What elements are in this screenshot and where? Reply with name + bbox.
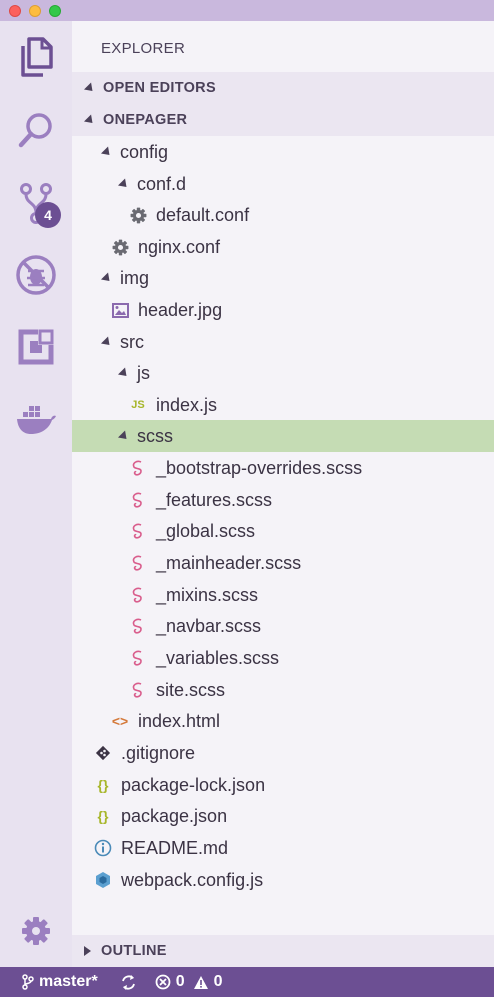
tree-file-webpack-config-js[interactable]: webpack.config.js	[72, 864, 494, 896]
sidebar-title: EXPLORER	[101, 40, 186, 57]
tree-folder-config[interactable]: config	[72, 136, 494, 168]
tree-folder-img[interactable]: img	[72, 262, 494, 294]
tree-folder-src[interactable]: src	[72, 326, 494, 358]
tree-file-nginx-conf[interactable]: nginx.conf	[72, 231, 494, 263]
tree-file-scss[interactable]: _bootstrap-overrides.scss	[72, 452, 494, 484]
image-file-icon	[111, 301, 129, 319]
sass-file-icon	[129, 681, 147, 699]
maximize-window-button[interactable]	[49, 5, 61, 17]
extensions-icon[interactable]	[0, 311, 72, 383]
debug-icon[interactable]	[0, 239, 72, 311]
tree-file-index-html[interactable]: <> index.html	[111, 710, 221, 731]
webpack-cube-icon	[94, 871, 112, 889]
section-onepager[interactable]: ONEPAGER	[72, 104, 494, 136]
tree-file-index-js[interactable]: JS index.js	[72, 389, 494, 421]
chevron-right-icon	[84, 946, 91, 956]
title-bar	[0, 0, 494, 21]
gear-icon	[111, 238, 129, 256]
chevron-down-icon	[100, 335, 114, 349]
tree-file-scss[interactable]: _navbar.scss	[72, 610, 494, 642]
files-icon[interactable]	[0, 21, 72, 93]
section-outline[interactable]: OUTLINE	[72, 935, 494, 967]
scm-badge: 4	[35, 202, 61, 228]
json-file-icon: {}	[97, 808, 109, 824]
tree-file-scss[interactable]: site.scss	[72, 674, 494, 706]
tree-file-default-conf[interactable]: default.conf	[72, 199, 494, 231]
tree-folder-js[interactable]: js	[72, 357, 494, 389]
chevron-down-icon	[100, 271, 114, 285]
git-branch-icon	[22, 974, 34, 990]
chevron-down-icon	[83, 113, 97, 127]
chevron-down-icon	[100, 145, 114, 159]
html-file-icon: <>	[111, 713, 129, 729]
source-control-icon[interactable]	[0, 167, 72, 239]
warning-count: 0	[213, 973, 223, 990]
warning-icon	[193, 975, 209, 990]
search-icon[interactable]	[0, 94, 72, 166]
sass-file-icon	[129, 522, 147, 540]
tree-file-package-json[interactable]: {} package.json	[72, 800, 494, 832]
chevron-down-icon	[83, 81, 97, 95]
section-open-editors[interactable]: OPEN EDITORS	[72, 72, 494, 104]
sync-button[interactable]	[120, 974, 137, 991]
docker-icon[interactable]	[0, 383, 72, 455]
status-bar: master* 0 0	[0, 967, 494, 997]
settings-gear-icon[interactable]	[0, 895, 72, 967]
sass-file-icon	[129, 491, 147, 509]
json-file-icon: {}	[97, 777, 109, 793]
section-label: OUTLINE	[101, 943, 167, 959]
explorer-sidebar: EXPLORER OPEN EDITORS ONEPAGER config co…	[72, 21, 494, 967]
tree-folder-scss[interactable]: scss	[72, 420, 494, 452]
error-count: 0	[175, 973, 185, 990]
close-window-button[interactable]	[9, 5, 21, 17]
tree-file-scss[interactable]: _features.scss	[72, 484, 494, 516]
section-label: OPEN EDITORS	[103, 80, 216, 96]
javascript-file-icon: JS	[131, 399, 145, 411]
gear-icon	[129, 206, 147, 224]
sass-file-icon	[129, 459, 147, 477]
branch-name: master*	[39, 973, 98, 990]
sync-icon	[120, 974, 137, 991]
activity-bar: 4	[0, 21, 72, 967]
branch-indicator[interactable]: master*	[22, 973, 98, 991]
info-icon	[94, 839, 112, 857]
tree-file-package-lock-json[interactable]: {} package-lock.json	[72, 769, 494, 801]
chevron-down-icon	[117, 177, 131, 191]
tree-file-scss[interactable]: _variables.scss	[72, 642, 494, 674]
chevron-down-icon	[117, 429, 131, 443]
tree-file-scss[interactable]: _mainheader.scss	[72, 547, 494, 579]
tree-file-scss[interactable]: _mixins.scss	[72, 579, 494, 611]
tree-file-scss[interactable]: _global.scss	[72, 515, 494, 547]
sass-file-icon	[129, 617, 147, 635]
tree-file-readme-md[interactable]: README.md	[72, 832, 494, 864]
minimize-window-button[interactable]	[29, 5, 41, 17]
section-label: ONEPAGER	[103, 112, 188, 128]
tree-file-header-jpg[interactable]: header.jpg	[72, 294, 494, 326]
chevron-down-icon	[117, 366, 131, 380]
tree-folder-conf-d[interactable]: conf.d	[72, 168, 494, 200]
tree-file-gitignore[interactable]: .gitignore	[72, 737, 494, 769]
sass-file-icon	[129, 586, 147, 604]
sass-file-icon	[129, 649, 147, 667]
sass-file-icon	[129, 554, 147, 572]
problems-indicator[interactable]: 0 0	[155, 973, 223, 991]
error-icon	[155, 974, 171, 990]
git-file-icon	[94, 744, 112, 762]
